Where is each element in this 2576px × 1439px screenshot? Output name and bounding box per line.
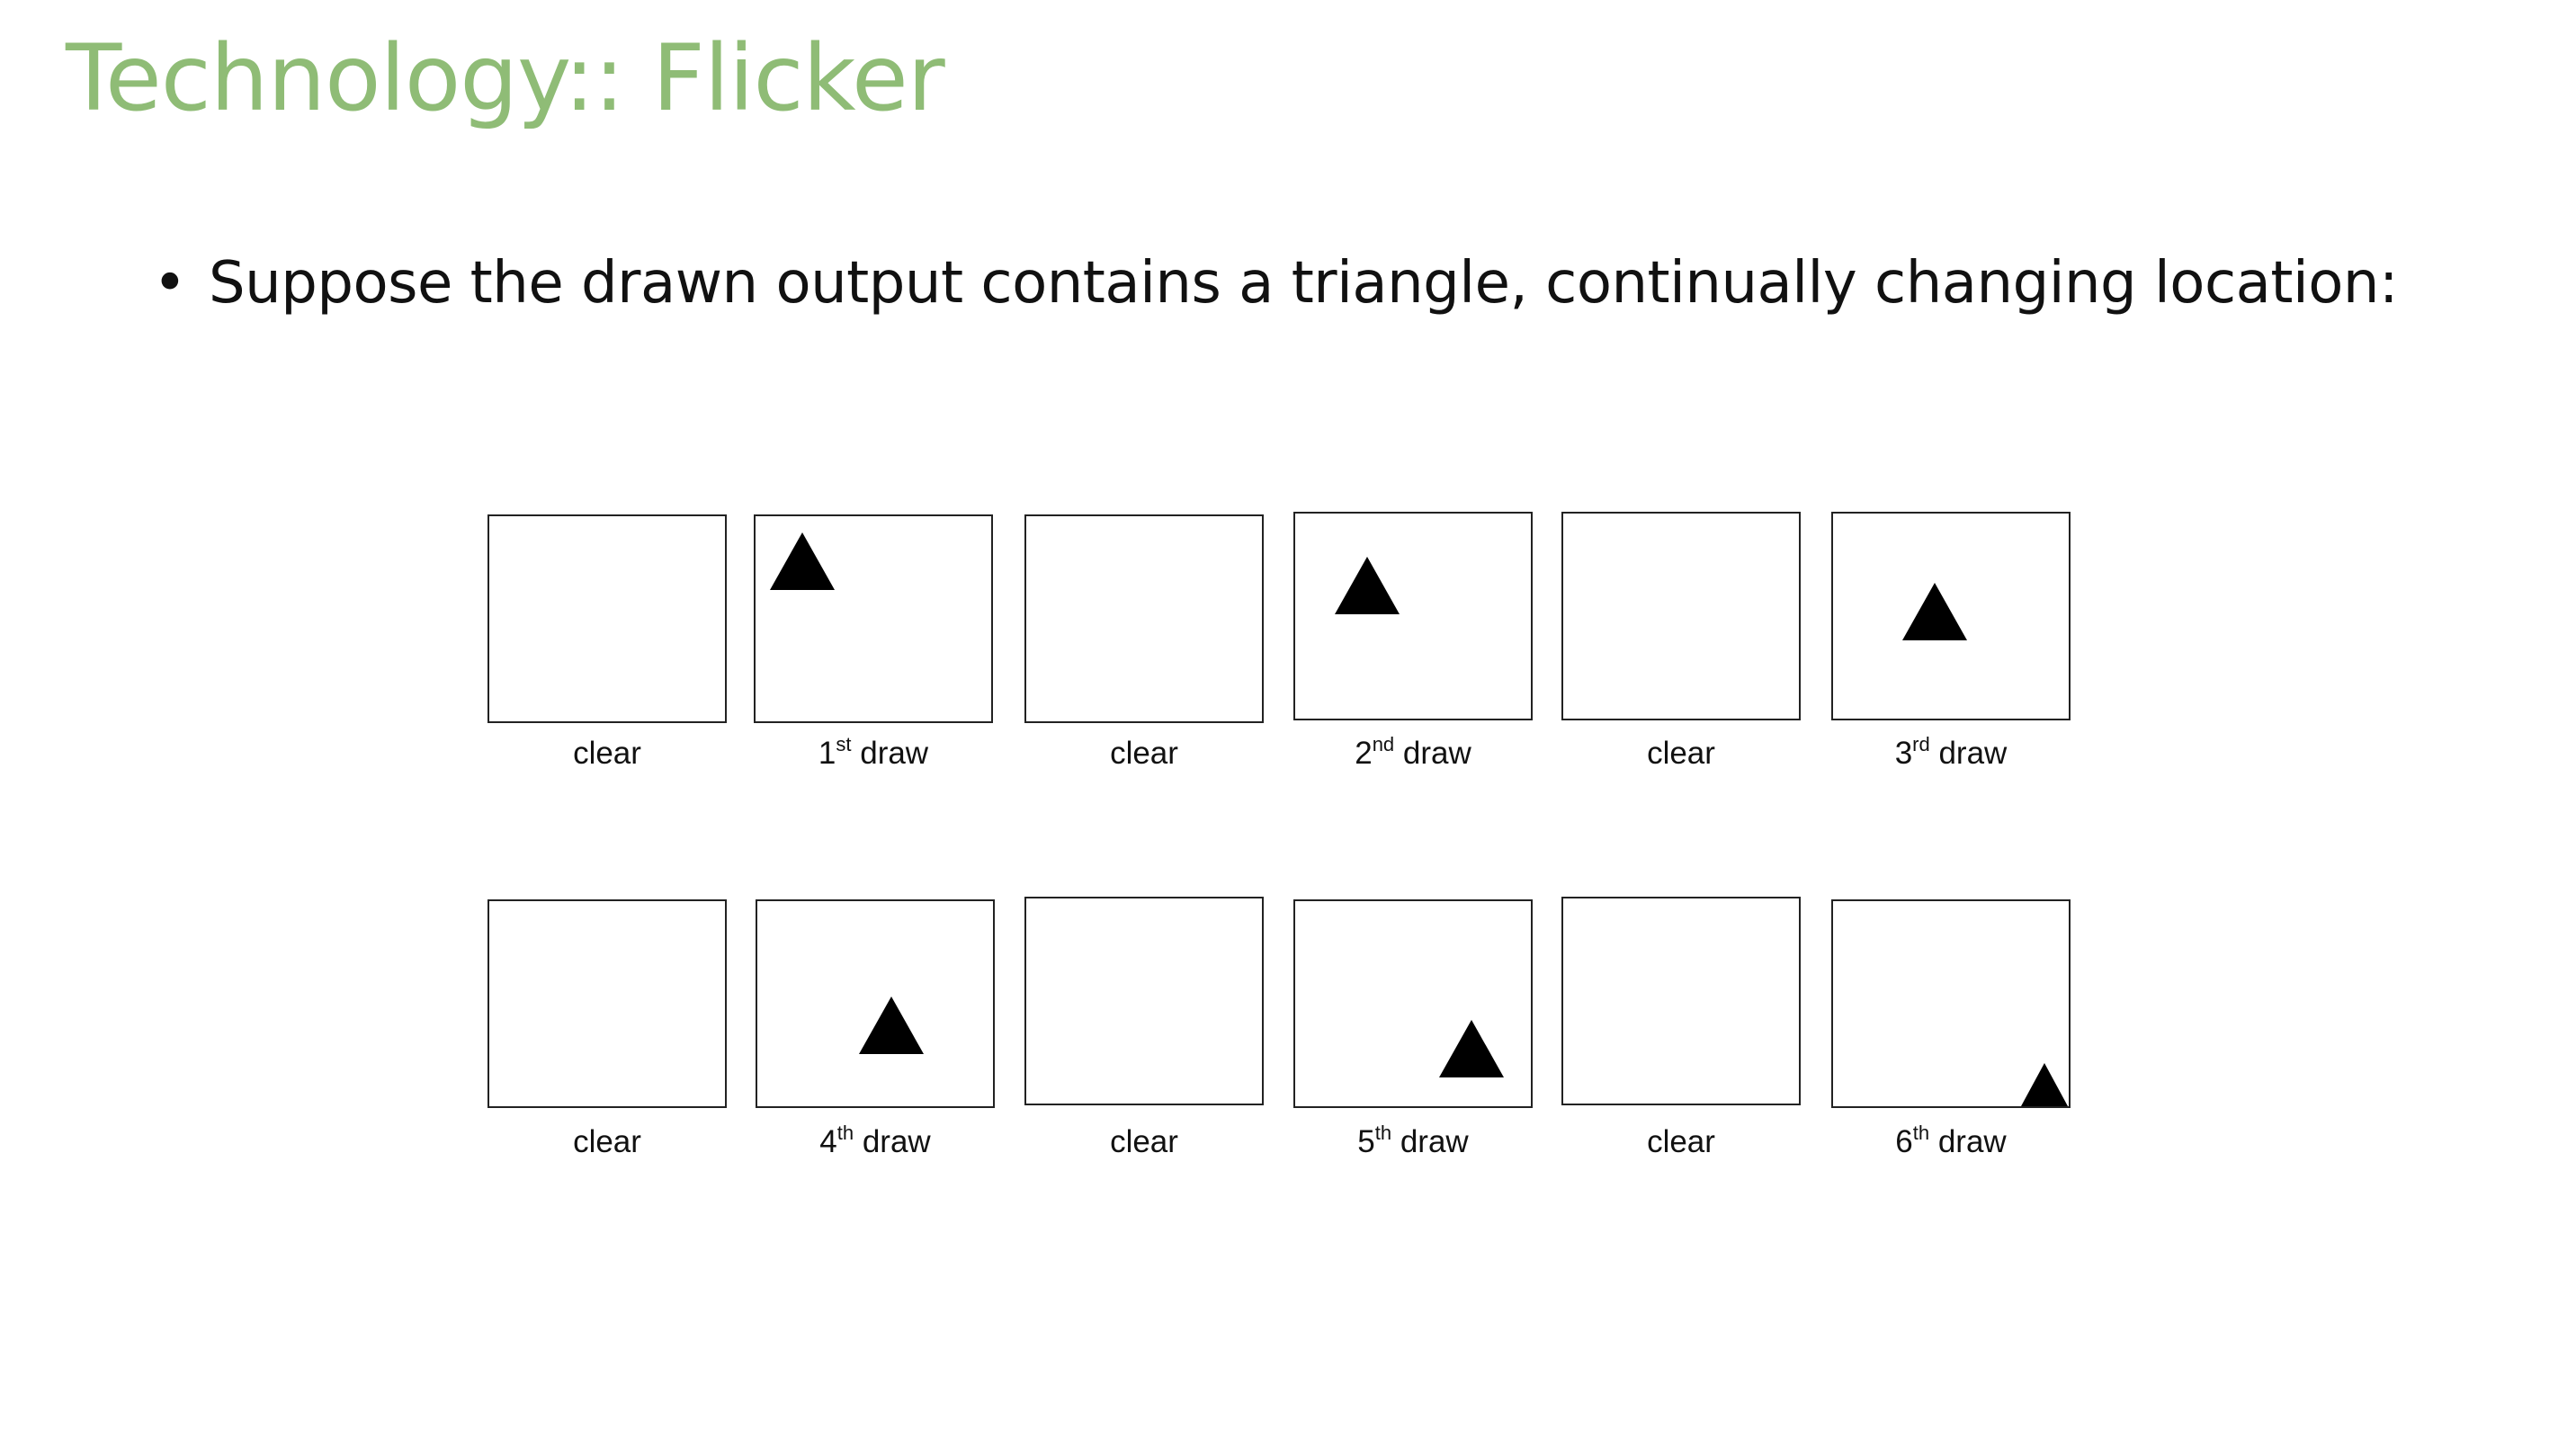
frame-box	[754, 514, 993, 723]
frame-label: clear	[1110, 736, 1178, 771]
slide-title: Technology:: Flicker	[66, 25, 945, 132]
frame-box	[1561, 512, 1801, 720]
frame-5: clear	[1561, 512, 1801, 771]
frame-label: 6th draw	[1895, 1122, 2007, 1160]
frame-box	[756, 899, 995, 1108]
triangle-icon	[1902, 583, 1967, 640]
frame-label: 1st draw	[818, 733, 929, 772]
frame-box	[487, 514, 727, 723]
frame-6: 3rd draw	[1831, 512, 2071, 771]
frame-box	[1293, 899, 1533, 1108]
triangle-icon	[770, 532, 835, 590]
triangle-icon	[1335, 557, 1400, 614]
frame-2: 1st draw	[754, 514, 993, 771]
frame-box	[1831, 899, 2071, 1108]
frame-box	[1024, 897, 1264, 1105]
triangle-icon	[2021, 1063, 2068, 1106]
frame-label: 3rd draw	[1894, 733, 2008, 772]
bullet-icon: •	[153, 250, 187, 317]
frame-label: clear	[1647, 736, 1715, 771]
frame-11: clear	[1561, 897, 1801, 1159]
triangle-icon	[1439, 1020, 1504, 1077]
frame-label: 2nd draw	[1355, 733, 1471, 772]
frame-label: clear	[573, 736, 641, 771]
frame-label: 5th draw	[1357, 1122, 1469, 1160]
frame-box	[1293, 512, 1533, 720]
frame-4: 2nd draw	[1293, 512, 1533, 771]
frame-label: 4th draw	[819, 1122, 931, 1160]
frame-8: 4th draw	[756, 899, 995, 1159]
frame-1: clear	[487, 514, 727, 771]
frame-box	[487, 899, 727, 1108]
frame-10: 5th draw	[1293, 899, 1533, 1159]
bullet-text: Suppose the drawn output contains a tria…	[209, 250, 2399, 317]
frame-9: clear	[1024, 897, 1264, 1159]
frame-label: clear	[1110, 1124, 1178, 1159]
frame-12: 6th draw	[1831, 899, 2071, 1159]
frame-box	[1831, 512, 2071, 720]
frame-3: clear	[1024, 514, 1264, 771]
frame-label: clear	[1647, 1124, 1715, 1159]
frame-box	[1024, 514, 1264, 723]
frame-box	[1561, 897, 1801, 1105]
frame-7: clear	[487, 899, 727, 1159]
triangle-icon	[859, 997, 924, 1054]
frame-label: clear	[573, 1124, 641, 1159]
